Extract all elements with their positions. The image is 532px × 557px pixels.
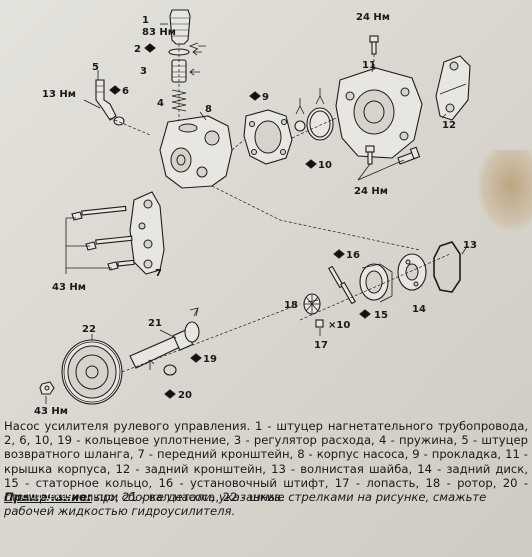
label-part-10: 10 — [318, 160, 332, 171]
label-part-14: 14 — [412, 304, 426, 315]
part-11-housing-cover — [335, 67, 423, 159]
torque-label-cover-top: 24 Нм — [356, 12, 390, 23]
torque-label-cover-bottom: 24 Нм — [354, 186, 388, 197]
label-part-20: 20 — [178, 390, 192, 401]
lube-arrow — [189, 307, 199, 317]
diamond-marker-9 — [249, 91, 261, 101]
part-14-rear-plate — [397, 253, 427, 291]
label-part-7: 7 — [155, 268, 162, 279]
lube-arrow — [189, 68, 200, 76]
part-17-vane — [315, 319, 324, 328]
part-19-seal — [184, 321, 200, 343]
figure-caption: Насос усилителя рулевого управления. 1 -… — [4, 419, 528, 505]
assembly-note: Примечание: при сборке детали, указанные… — [4, 490, 528, 518]
lube-arrow — [145, 359, 155, 370]
watermark: club.lexus — [22, 492, 73, 502]
label-part-2: 2 — [134, 44, 141, 55]
diamond-marker-6 — [109, 85, 121, 95]
diamond-marker-20 — [164, 389, 176, 399]
part-15-stator-ring — [359, 263, 393, 303]
torque-label-bracket-bolts: 43 Нм — [52, 282, 86, 293]
label-part-5: 5 — [92, 62, 99, 73]
assembly-axis — [109, 117, 151, 136]
part-6-oring — [113, 116, 125, 126]
part-10-oring-large — [306, 107, 334, 141]
part-16-dowel-pins — [328, 265, 356, 305]
lube-arrow — [315, 88, 325, 105]
label-part-1: 1 — [142, 15, 149, 26]
assembly-axis — [231, 117, 337, 151]
torque-label-pulley-nut: 43 Нм — [34, 406, 68, 417]
leader — [357, 159, 405, 181]
label-part-22: 22 — [82, 324, 96, 335]
label-part-9: 9 — [262, 92, 269, 103]
diamond-marker-16 — [333, 249, 345, 259]
assembly-axis — [121, 303, 301, 373]
label-part-6: 6 — [122, 86, 129, 97]
part-7-front-bracket — [129, 191, 165, 275]
bracket-bolt-1 — [71, 205, 127, 221]
part-5-return-fitting — [95, 79, 117, 121]
part-22-pulley — [61, 339, 123, 405]
lube-arrow — [192, 48, 202, 56]
leader — [371, 63, 375, 73]
leader — [307, 299, 319, 303]
torque-label-fitting: 83 Нм — [142, 27, 176, 38]
diamond-marker-10 — [305, 159, 317, 169]
torque-leader — [65, 217, 112, 274]
label-part-16: 16 — [346, 250, 360, 261]
part-1-fitting — [169, 9, 191, 45]
leader — [83, 99, 101, 109]
label-part-19: 19 — [203, 354, 217, 365]
cover-bolt-top — [369, 35, 379, 55]
assembly-axis — [211, 185, 421, 251]
leader — [441, 113, 447, 119]
part-10-oring-small — [294, 120, 306, 132]
note-text: при сборке детали, указанные стрелками н… — [4, 490, 487, 519]
bracket-bolt-2 — [85, 235, 133, 251]
label-part-21: 21 — [148, 318, 162, 329]
part-12-rear-bracket — [435, 55, 471, 121]
note-lead: Примечание: — [4, 490, 92, 504]
label-part-4: 4 — [157, 98, 164, 109]
label-part-15: 15 — [374, 310, 388, 321]
label-part-3: 3 — [140, 66, 147, 77]
part-20-snap-ring — [163, 364, 177, 376]
leader — [159, 329, 177, 339]
bracket-bolt-3 — [107, 259, 135, 271]
part-13-wave-washer — [433, 241, 461, 293]
assembly-axis — [299, 253, 451, 321]
part-9-gasket — [243, 109, 293, 165]
pulley-nut — [39, 381, 55, 395]
part-8-pump-body — [159, 115, 233, 189]
lube-arrow — [295, 98, 305, 115]
label-part-8: 8 — [205, 104, 212, 115]
label-part-11: 11 — [362, 60, 376, 71]
label-part-18: 18 — [284, 300, 298, 311]
leader — [199, 111, 207, 121]
exploded-diagram: 1 2 3 4 5 6 7 8 9 10 11 12 13 14 15 16 1… — [34, 9, 477, 417]
paper-stain — [478, 150, 532, 230]
lube-arrow — [188, 42, 206, 50]
diamond-marker-19 — [190, 353, 202, 363]
leader — [461, 247, 467, 255]
diamond-marker-15 — [359, 309, 371, 319]
diamond-marker-2 — [144, 43, 156, 53]
torque-label-return-fitting: 13 Нм — [42, 89, 76, 100]
vane-count-label: ×10 — [328, 320, 350, 331]
label-part-12: 12 — [442, 120, 456, 131]
label-part-17: 17 — [314, 340, 328, 351]
label-part-13: 13 — [463, 240, 477, 251]
part-18-rotor — [303, 293, 321, 315]
